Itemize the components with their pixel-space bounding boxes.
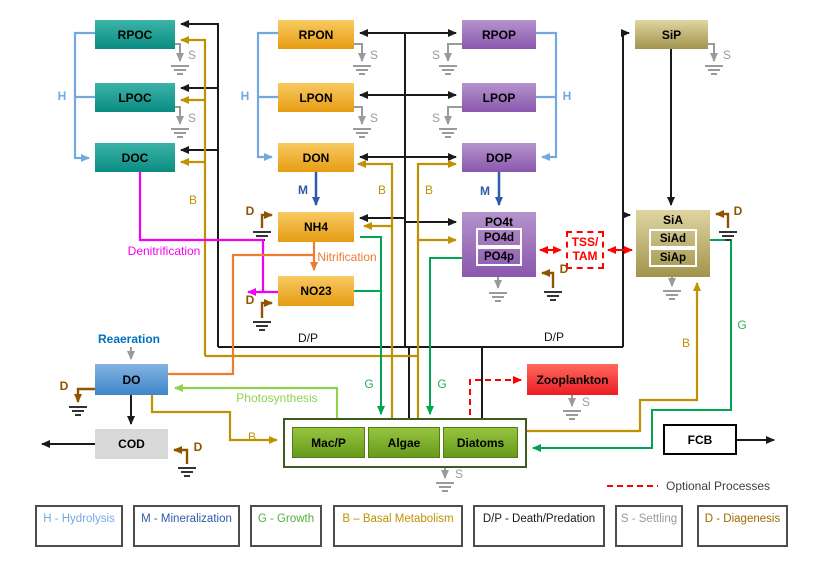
legend-basal-metabolism-label: B – Basal Metabolism bbox=[342, 513, 454, 525]
letter-mineralization-p: M bbox=[480, 184, 490, 198]
box-nh4: NH4 bbox=[278, 212, 354, 242]
letter-settling-rpon: S bbox=[369, 48, 379, 62]
legend-death-predation-label: D/P - Death/Predation bbox=[482, 513, 596, 525]
settling-grounds bbox=[171, 65, 723, 492]
letter-settling-lpop: S bbox=[431, 111, 441, 125]
box-siap: SiAp bbox=[649, 248, 697, 267]
legend-growth-label: G - Growth bbox=[257, 513, 315, 525]
letter-hydrolysis-c: H bbox=[57, 89, 67, 103]
box-don: DON bbox=[278, 143, 354, 172]
letter-basal-si: B bbox=[681, 336, 691, 350]
legend-basal-metabolism: B – Basal Metabolism bbox=[333, 505, 463, 547]
box-rpop: RPOP bbox=[462, 20, 536, 49]
label-optional-processes: Optional Processes bbox=[666, 479, 771, 493]
box-zooplankton: Zooplankton bbox=[527, 364, 618, 395]
box-fcb: FCB bbox=[663, 424, 737, 455]
letter-basal-n: B bbox=[377, 183, 387, 197]
letter-hydrolysis-p: H bbox=[562, 89, 572, 103]
letter-diagenesis-no23: D bbox=[245, 293, 255, 307]
mineralization-lines bbox=[312, 172, 503, 206]
letter-growth-p: G bbox=[437, 377, 447, 391]
letter-mineralization-n: M bbox=[298, 183, 308, 197]
box-lpop: LPOP bbox=[462, 83, 536, 112]
legend-death-predation: D/P - Death/Predation bbox=[473, 505, 605, 547]
box-po4t: PO4t bbox=[462, 212, 536, 277]
letter-settling-biota: S bbox=[454, 467, 464, 481]
label-reaeration: Reaeration bbox=[97, 332, 161, 346]
box-po4p: PO4p bbox=[476, 247, 522, 266]
box-lpon: LPON bbox=[278, 83, 354, 112]
box-rpoc: RPOC bbox=[95, 20, 175, 49]
box-tss-tam: TSS/ TAM bbox=[566, 231, 604, 269]
photosynthesis-line bbox=[174, 384, 339, 418]
box-po4d: PO4d bbox=[476, 228, 522, 247]
label-denitrification: Denitrification bbox=[127, 244, 201, 258]
box-siad: SiAd bbox=[649, 229, 697, 248]
letter-basal-p: B bbox=[424, 183, 434, 197]
basal-metabolism-lines bbox=[150, 36, 701, 444]
label-dp-left: D/P bbox=[297, 331, 319, 345]
diagenesis-lines bbox=[74, 210, 730, 464]
nitrification-lines bbox=[168, 242, 318, 376]
letter-diagenesis-cod: D bbox=[193, 440, 203, 454]
letter-hydrolysis-n: H bbox=[240, 89, 250, 103]
box-cod: COD bbox=[95, 429, 168, 459]
box-lpoc: LPOC bbox=[95, 83, 175, 112]
label-photosynthesis: Photosynthesis bbox=[236, 391, 318, 405]
letter-settling-rpop: S bbox=[431, 48, 441, 62]
box-rpon: RPON bbox=[278, 20, 354, 49]
letter-settling-lpon: S bbox=[369, 111, 379, 125]
legend-diagenesis-label: D - Diagenesis bbox=[704, 513, 781, 525]
box-macp: Mac/P bbox=[292, 427, 365, 458]
tss-tam-line1: TSS/ bbox=[571, 235, 599, 250]
box-do: DO bbox=[95, 364, 168, 395]
letter-basal-c: B bbox=[188, 193, 198, 207]
letter-settling-lpoc: S bbox=[187, 111, 197, 125]
letter-growth-n: G bbox=[364, 377, 374, 391]
label-dp-right: D/P bbox=[543, 330, 565, 344]
letter-settling-rpoc: S bbox=[187, 48, 197, 62]
hydrolysis-lines bbox=[73, 31, 558, 162]
legend-mineralization: M - Mineralization bbox=[133, 505, 240, 547]
label-nitrification: Nitrification bbox=[317, 250, 377, 264]
legend-settling: S - Settling bbox=[615, 505, 683, 547]
letter-settling-zoo: S bbox=[581, 395, 591, 409]
letter-settling-sip: S bbox=[722, 48, 732, 62]
box-sip: SiP bbox=[635, 20, 708, 49]
legend-growth: G - Growth bbox=[250, 505, 322, 547]
box-algae: Algae bbox=[368, 427, 440, 458]
tss-tam-line2: TAM bbox=[572, 249, 598, 263]
death-predation-lines bbox=[41, 20, 775, 448]
legend-settling-label: S - Settling bbox=[620, 513, 678, 525]
legend-hydrolysis: H - Hydrolysis bbox=[35, 505, 123, 547]
legend-hydrolysis-label: H - Hydrolysis bbox=[43, 513, 115, 525]
box-doc: DOC bbox=[95, 143, 175, 172]
box-no23: NO23 bbox=[278, 276, 354, 306]
box-diatoms: Diatoms bbox=[443, 427, 518, 458]
letter-basal-do: B bbox=[247, 430, 257, 444]
legend-diagenesis: D - Diagenesis bbox=[697, 505, 788, 547]
letter-diagenesis-sia: D bbox=[733, 204, 743, 218]
letter-diagenesis-po4: D bbox=[559, 262, 569, 276]
box-dop: DOP bbox=[462, 143, 536, 172]
letter-diagenesis-nh4: D bbox=[245, 204, 255, 218]
letter-diagenesis-do: D bbox=[59, 379, 69, 393]
denitrification-lines bbox=[138, 172, 278, 296]
letter-growth-si: G bbox=[737, 318, 747, 332]
legend-mineralization-label: M - Mineralization bbox=[141, 513, 232, 525]
